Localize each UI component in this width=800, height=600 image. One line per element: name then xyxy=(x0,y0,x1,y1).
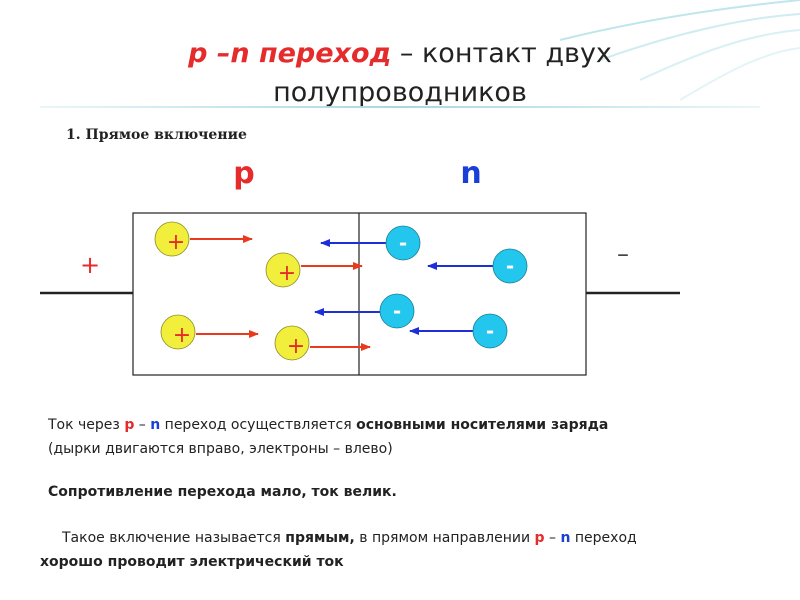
electron-carrier: - xyxy=(427,248,528,284)
hole-carrier: + xyxy=(265,252,363,288)
svg-text:+: + xyxy=(287,334,305,359)
p3-n: n xyxy=(560,530,571,546)
page-title: p –n переход – контакт двух полупроводни… xyxy=(100,34,700,112)
forward-bias-statement: Такое включение называется прямым, в пря… xyxy=(40,526,780,574)
electron-carrier: - xyxy=(409,313,508,349)
section-heading: 1. Прямое включение xyxy=(66,127,247,143)
p1-n: n xyxy=(150,417,161,433)
electron-carrier: - xyxy=(314,293,415,329)
hole-carrier: + xyxy=(160,314,259,350)
title-rest: – контакт двух xyxy=(391,38,612,69)
title-line2: полупроводников xyxy=(273,77,527,108)
p3-bold: прямым, xyxy=(285,530,355,546)
p1-line2: (дырки двигаются вправо, электроны – вле… xyxy=(48,441,393,457)
svg-text:+: + xyxy=(173,323,191,348)
p1-bold: основными носителями заряда xyxy=(356,417,609,433)
p1-text-2: переход осуществляется xyxy=(160,417,357,433)
p3-text-2: в прямом направлении xyxy=(354,530,535,546)
p3-text-1: Такое включение называется xyxy=(62,530,286,546)
hole-carrier: + xyxy=(274,325,371,361)
resistance-statement: Сопротивление перехода мало, ток велик. xyxy=(48,484,397,500)
p-region-label: p xyxy=(233,156,254,191)
title-divider xyxy=(40,106,760,108)
svg-text:-: - xyxy=(486,319,494,343)
svg-text:+: + xyxy=(278,261,296,286)
electron-carrier: - xyxy=(320,225,421,261)
p3-line2: хорошо проводит электрический ток xyxy=(40,554,344,570)
pn-junction-diagram: p n + – + + + + - - - xyxy=(40,156,680,376)
svg-text:-: - xyxy=(393,299,401,323)
p1-text-1: Ток через xyxy=(48,417,125,433)
p1-p: p xyxy=(124,417,135,433)
svg-text:+: + xyxy=(167,230,185,255)
hole-carrier: + xyxy=(154,221,253,257)
svg-text:-: - xyxy=(506,254,514,278)
svg-text:-: - xyxy=(399,231,407,255)
title-term: p –n переход xyxy=(188,38,392,69)
minus-terminal: – xyxy=(617,240,629,268)
plus-terminal: + xyxy=(80,251,100,279)
n-region-label: n xyxy=(460,156,481,191)
p3-p: p xyxy=(534,530,545,546)
current-explanation: Ток через p – n переход осуществляется о… xyxy=(48,413,768,461)
p3-dash: – xyxy=(544,530,561,546)
p1-dash: – xyxy=(134,417,151,433)
p3-text-3: переход xyxy=(570,530,637,546)
